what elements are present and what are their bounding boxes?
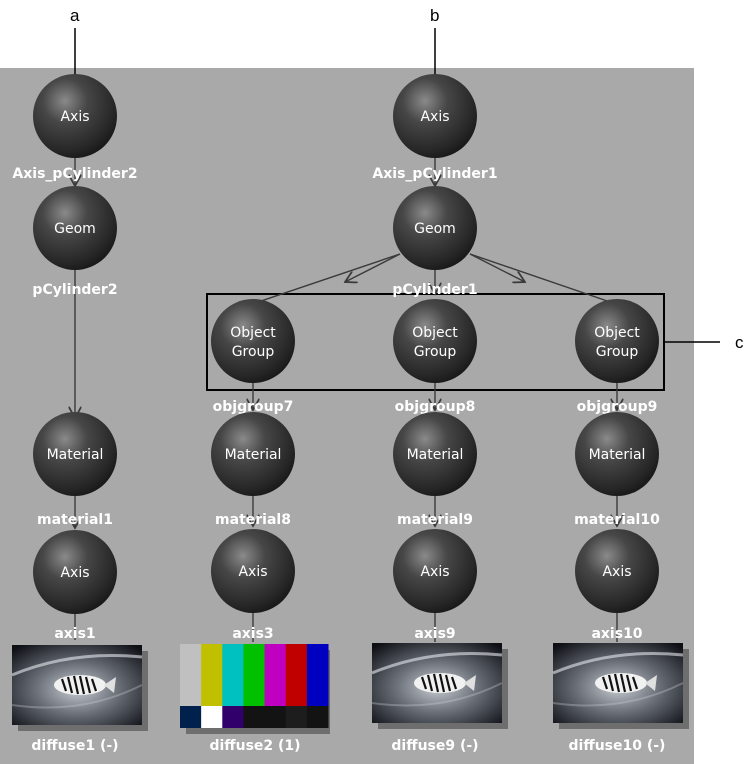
color-bar-top — [285, 644, 308, 706]
node-caption: Axis_pCylinder1 — [372, 166, 497, 182]
node-type-label: Material — [225, 447, 282, 463]
node-type-label: Object — [412, 325, 458, 341]
node-axis-pcylinder1[interactable]: Axis — [393, 74, 477, 158]
texture-diffuse10[interactable] — [551, 641, 689, 729]
node-type-label: Axis — [60, 109, 89, 125]
texture-diffuse1[interactable] — [10, 643, 148, 731]
color-bar-bottom — [243, 706, 266, 728]
node-type-label: Group — [596, 344, 639, 360]
node-caption: axis1 — [54, 626, 95, 642]
node-geom-pcylinder1[interactable]: Geom — [393, 186, 477, 270]
node-type-label: Geom — [414, 221, 456, 237]
node-caption: material9 — [397, 512, 473, 528]
color-bar-bottom — [306, 706, 329, 728]
node-type-label: Material — [407, 447, 464, 463]
texture-diffuse9[interactable] — [370, 641, 508, 729]
color-bar-top — [306, 644, 329, 706]
color-bar-top — [180, 644, 202, 706]
color-bar-bottom — [222, 706, 244, 728]
color-bar-bottom — [180, 706, 202, 728]
color-bar-bottom — [264, 706, 287, 728]
node-axis3[interactable]: Axis — [211, 529, 295, 613]
color-bar-top — [222, 644, 244, 706]
node-type-label: Axis — [60, 565, 89, 581]
color-bar-top — [201, 644, 223, 706]
callout-b: b — [430, 6, 439, 25]
node-type-label: Material — [47, 447, 104, 463]
node-objgroup8[interactable]: Object Group — [393, 299, 477, 383]
node-caption: objgroup9 — [577, 399, 658, 415]
node-type-label: Axis — [420, 109, 449, 125]
node-caption: material10 — [574, 512, 660, 528]
node-type-label: Axis — [238, 564, 267, 580]
node-objgroup9[interactable]: Object Group — [575, 299, 659, 383]
node-type-label: Axis — [602, 564, 631, 580]
texture-diffuse2[interactable] — [180, 644, 330, 734]
node-axis-pcylinder2[interactable]: Axis — [33, 74, 117, 158]
node-type-label: Group — [232, 344, 275, 360]
color-bar-top — [243, 644, 266, 706]
node-caption: objgroup7 — [213, 399, 294, 415]
texture-caption: diffuse10 (-) — [569, 738, 666, 754]
graph-edges — [75, 158, 617, 642]
color-bar-bottom — [285, 706, 308, 728]
node-caption: Axis_pCylinder2 — [12, 166, 137, 182]
node-type-label: Axis — [420, 564, 449, 580]
node-material10[interactable]: Material — [575, 412, 659, 496]
texture-caption: diffuse9 (-) — [391, 738, 478, 754]
texture-caption: diffuse2 (1) — [209, 738, 300, 754]
node-caption: axis3 — [232, 626, 273, 642]
node-type-label: Geom — [54, 221, 96, 237]
node-type-label: Object — [594, 325, 640, 341]
node-type-label: Object — [230, 325, 276, 341]
node-material8[interactable]: Material — [211, 412, 295, 496]
node-axis10[interactable]: Axis — [575, 529, 659, 613]
node-axis9[interactable]: Axis — [393, 529, 477, 613]
node-objgroup7[interactable]: Object Group — [211, 299, 295, 383]
node-caption: objgroup8 — [395, 399, 476, 415]
node-type-label: Material — [589, 447, 646, 463]
node-axis1[interactable]: Axis — [33, 530, 117, 614]
texture-caption: diffuse1 (-) — [31, 738, 118, 754]
node-caption: axis9 — [414, 626, 455, 642]
color-bar-top — [264, 644, 287, 706]
callout-a: a — [70, 6, 80, 25]
node-material9[interactable]: Material — [393, 412, 477, 496]
colorbars-image — [180, 644, 329, 728]
node-type-label: Group — [414, 344, 457, 360]
node-caption: pCylinder1 — [392, 282, 477, 298]
color-bar-bottom — [201, 706, 223, 728]
node-geom-pcylinder2[interactable]: Geom — [33, 186, 117, 270]
node-caption: material8 — [215, 512, 291, 528]
node-caption: pCylinder2 — [32, 282, 117, 298]
node-caption: axis10 — [591, 626, 642, 642]
callout-c: c — [735, 333, 744, 352]
node-material1[interactable]: Material — [33, 412, 117, 496]
node-caption: material1 — [37, 512, 113, 528]
